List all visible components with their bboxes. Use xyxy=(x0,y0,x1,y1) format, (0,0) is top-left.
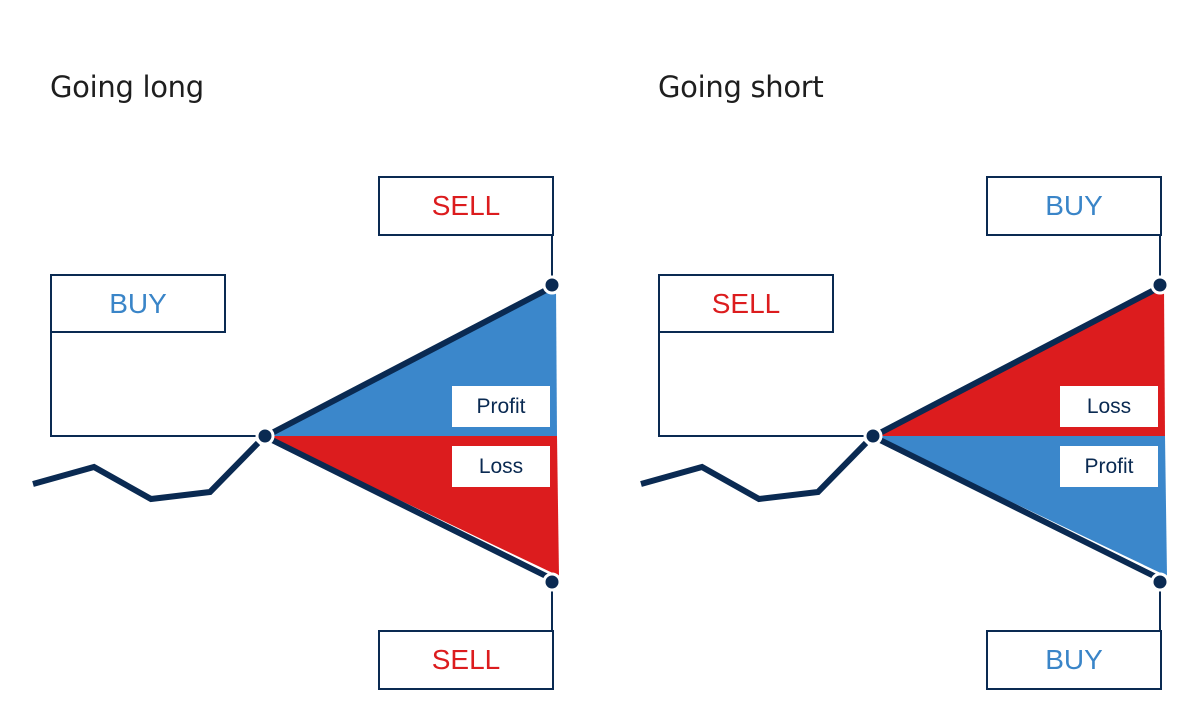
upper-region-label: Profit xyxy=(452,386,550,427)
entry-connector xyxy=(658,332,873,437)
going-long-panel: Going long BUY SELL SELL Profit Loss xyxy=(32,70,562,690)
entry-connector xyxy=(50,332,265,437)
exit-bottom-point xyxy=(542,572,562,592)
exit-bottom-point xyxy=(1150,572,1170,592)
upper-region-label: Loss xyxy=(1060,386,1158,427)
lower-region-label: Loss xyxy=(452,446,550,487)
going-short-panel: Going short SELL BUY BUY Loss Profit xyxy=(608,0,1200,718)
entry-box: SELL xyxy=(658,274,834,333)
going-long-graphic xyxy=(32,235,562,631)
upper-bound-line xyxy=(874,285,1160,438)
exit-top-box: BUY xyxy=(986,176,1162,236)
lower-bound-line xyxy=(266,435,552,581)
lower-region-label: Profit xyxy=(1060,446,1158,487)
exit-bottom-box: BUY xyxy=(986,630,1162,690)
panel-title: Going long xyxy=(50,70,204,104)
exit-bottom-box: SELL xyxy=(378,630,554,690)
going-short-graphic xyxy=(640,235,1170,631)
price-line xyxy=(32,440,261,503)
exit-top-box: SELL xyxy=(378,176,554,236)
exit-top-point xyxy=(1150,275,1170,295)
price-line xyxy=(640,440,869,503)
panel-title: Going short xyxy=(658,70,824,104)
entry-point xyxy=(863,426,883,446)
exit-top-point xyxy=(542,275,562,295)
upper-bound-line xyxy=(266,285,552,438)
lower-bound-line xyxy=(874,435,1160,581)
entry-box: BUY xyxy=(50,274,226,333)
entry-point xyxy=(255,426,275,446)
